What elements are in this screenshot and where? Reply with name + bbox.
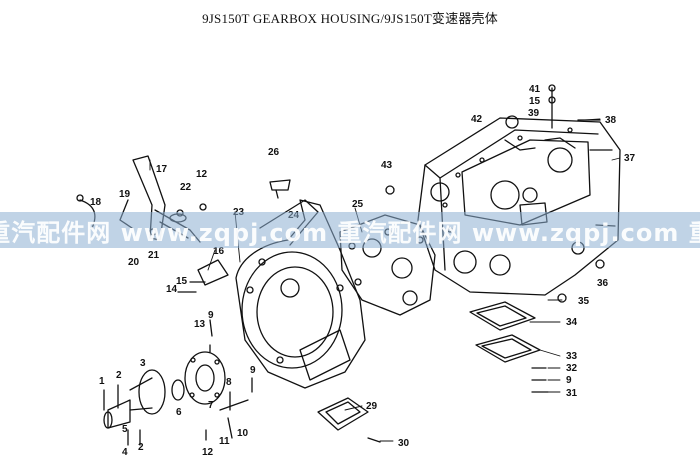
callout-10: 10 bbox=[237, 428, 249, 439]
watermark-band: 重汽配件网 www.zqpj.com 重汽配件网 www.zqpj.com 重 bbox=[0, 212, 700, 248]
callout-9: 9 bbox=[250, 365, 256, 376]
callout-12: 12 bbox=[202, 447, 214, 458]
shaft-flange-3-part bbox=[103, 369, 185, 429]
callout-18: 18 bbox=[90, 197, 102, 208]
callout-42: 42 bbox=[471, 114, 483, 125]
callout-39: 39 bbox=[528, 108, 540, 119]
callout-5: 5 bbox=[122, 424, 128, 435]
callout-6: 6 bbox=[176, 407, 182, 418]
callout-9c: 9 bbox=[566, 375, 572, 386]
callout-35: 35 bbox=[578, 296, 590, 307]
cover-plate-7-part bbox=[184, 351, 226, 405]
callout-25: 25 bbox=[352, 199, 364, 210]
callout-2: 2 bbox=[116, 370, 122, 381]
callout-33: 33 bbox=[566, 351, 578, 362]
callout-15b: 15 bbox=[529, 96, 541, 107]
cover-29-part bbox=[317, 397, 381, 443]
callout-22: 22 bbox=[180, 182, 192, 193]
callout-29: 29 bbox=[366, 401, 378, 412]
callout-labels: 1 2 3 4 2 5 6 7 8 9 10 11 12 13 9 14 15 … bbox=[90, 84, 636, 458]
callout-32: 32 bbox=[566, 363, 578, 374]
diagram-title: 9JS150T GEARBOX HOUSING/9JS150T变速器壳体 bbox=[202, 11, 498, 26]
callout-9b: 9 bbox=[208, 310, 214, 321]
callout-36: 36 bbox=[597, 278, 609, 289]
callout-7: 7 bbox=[208, 400, 214, 411]
callout-16: 16 bbox=[213, 246, 225, 257]
callout-19: 19 bbox=[119, 189, 131, 200]
fasteners-part bbox=[76, 84, 605, 446]
callout-41: 41 bbox=[529, 84, 541, 95]
callout-14: 14 bbox=[166, 284, 178, 295]
callout-26: 26 bbox=[268, 147, 280, 158]
callout-31: 31 bbox=[566, 388, 578, 399]
callout-17: 17 bbox=[156, 164, 168, 175]
gasket-33-34-part bbox=[469, 301, 541, 363]
callout-21: 21 bbox=[148, 250, 160, 261]
callout-30: 30 bbox=[398, 438, 410, 449]
callout-11: 11 bbox=[219, 436, 230, 447]
callout-43: 43 bbox=[381, 160, 393, 171]
watermark-text: 重汽配件网 www.zqpj.com 重汽配件网 www.zqpj.com 重 bbox=[0, 218, 700, 247]
callout-37: 37 bbox=[624, 153, 636, 164]
callout-15: 15 bbox=[176, 276, 188, 287]
callout-12b: 12 bbox=[196, 169, 208, 180]
callout-38: 38 bbox=[605, 115, 617, 126]
callout-2b: 2 bbox=[138, 442, 144, 453]
callout-13: 13 bbox=[194, 319, 206, 330]
callout-3: 3 bbox=[140, 358, 146, 369]
gearbox-housing-part bbox=[417, 117, 621, 296]
callout-1: 1 bbox=[99, 376, 105, 387]
callout-8: 8 bbox=[226, 377, 232, 388]
callout-4: 4 bbox=[122, 447, 128, 458]
callout-20: 20 bbox=[128, 257, 140, 268]
callout-34: 34 bbox=[566, 317, 578, 328]
